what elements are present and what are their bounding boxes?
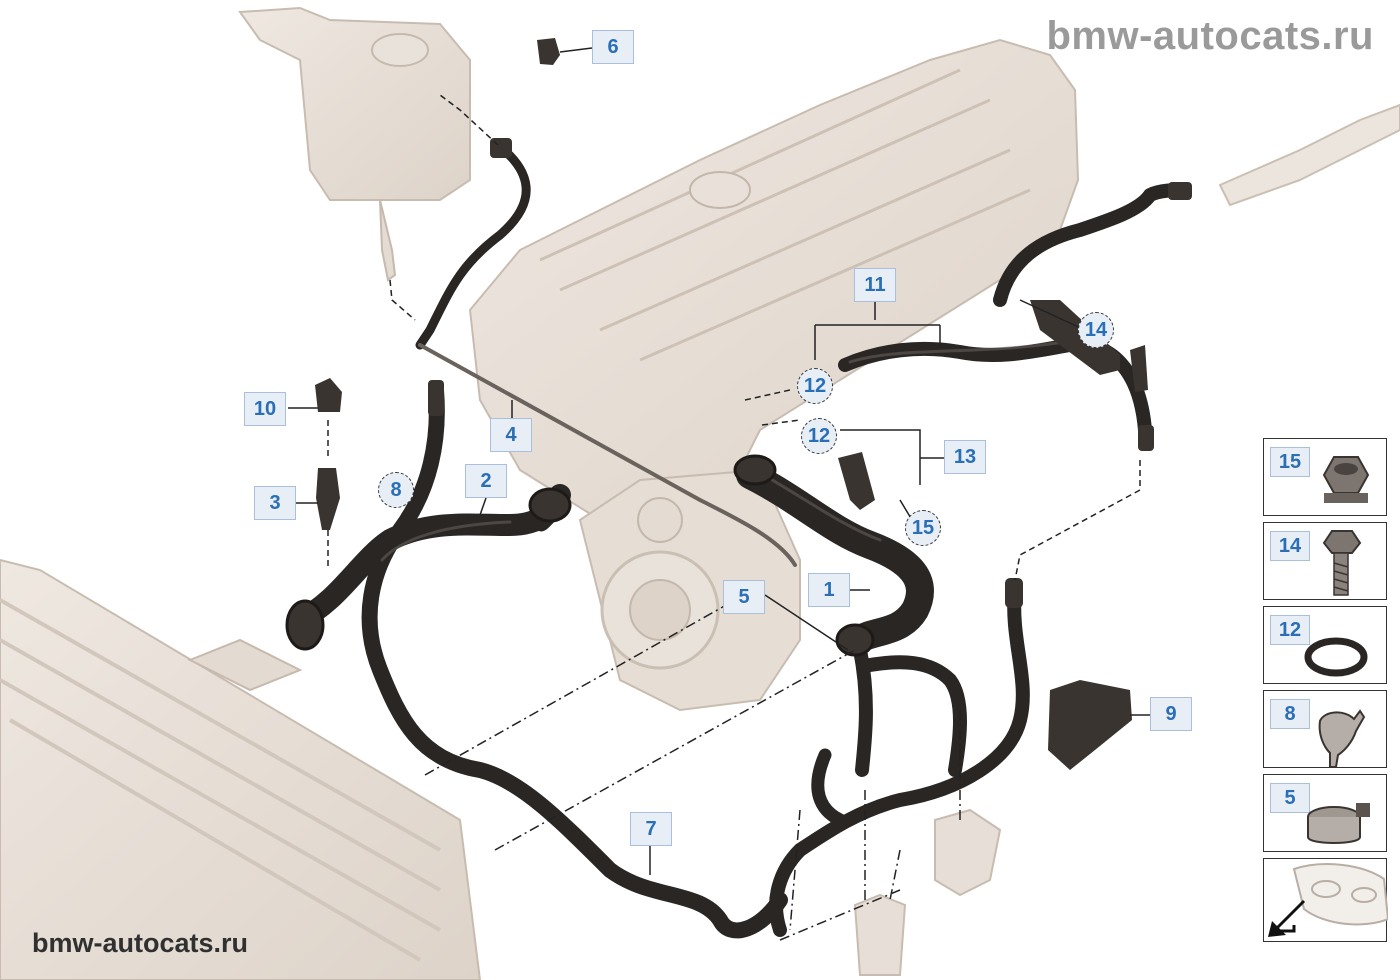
callout-7[interactable]: 7 [630, 812, 672, 846]
radiator-hose-1 [736, 461, 934, 654]
legend-item-5[interactable]: 5 [1263, 774, 1387, 852]
legend-item-12[interactable]: 12 [1263, 606, 1387, 684]
legend-label: 12 [1270, 615, 1310, 645]
return-hose [769, 583, 1030, 937]
legend-label: 8 [1270, 699, 1310, 729]
bellow-13 [838, 452, 875, 510]
hose-end-thermostat [528, 487, 572, 523]
bracket-14 [1030, 300, 1120, 375]
hose-end-vent [428, 380, 444, 416]
watermark-bottom: bmw-autocats.ru [32, 928, 249, 958]
cap-6 [537, 38, 560, 65]
vent-hose-6 [415, 140, 531, 350]
callout-11[interactable]: 11 [854, 268, 896, 302]
branch-hose [853, 643, 967, 777]
clip-icon [1318, 709, 1366, 768]
holder-9 [1048, 680, 1132, 770]
hose-end-right [1138, 425, 1154, 451]
callout-10[interactable]: 10 [244, 392, 286, 426]
radiator-hose-2 [289, 484, 571, 631]
hex-nut-icon [1322, 456, 1370, 503]
callout-15[interactable]: 15 [905, 510, 941, 546]
short-hose [811, 748, 847, 827]
callout-1[interactable]: 1 [808, 573, 850, 607]
hose-clamp-icon [1307, 803, 1370, 844]
legend-label: 15 [1270, 447, 1310, 477]
callout-5[interactable]: 5 [723, 580, 765, 614]
legend-item-8[interactable]: 8 [1263, 690, 1387, 768]
upper-hose-11 [838, 337, 1152, 437]
auxiliary-pump [853, 893, 907, 976]
legend-label: 14 [1270, 531, 1310, 561]
hose-end-upper [733, 454, 777, 486]
legend-label: 5 [1270, 783, 1310, 813]
callout-6[interactable]: 6 [592, 30, 634, 64]
callout-12-upper[interactable]: 12 [797, 368, 833, 404]
expansion-tank [238, 6, 471, 282]
hose-end-tank [490, 138, 512, 158]
vehicle-front-arrow-icon [1268, 863, 1388, 937]
callout-8[interactable]: 8 [378, 472, 414, 508]
fittings [285, 38, 1192, 770]
radiator [0, 558, 482, 980]
bracket-10 [315, 378, 342, 412]
callout-3[interactable]: 3 [254, 486, 296, 520]
watermark-top: bmw-autocats.ru [1046, 14, 1374, 58]
callout-12-lower[interactable]: 12 [801, 418, 837, 454]
legend-item-vehicle[interactable] [1263, 858, 1388, 942]
hose-end-return [1005, 578, 1023, 608]
callout-4[interactable]: 4 [490, 418, 532, 452]
hose-end-outlet [1168, 182, 1192, 200]
outlet-pipe [1218, 103, 1400, 207]
callout-2[interactable]: 2 [465, 464, 507, 498]
water-valve [934, 808, 1002, 897]
callout-13[interactable]: 13 [944, 440, 986, 474]
callout-14[interactable]: 14 [1078, 312, 1114, 348]
thin-pipe [698, 498, 797, 567]
legend-item-14[interactable]: 14 [1263, 522, 1387, 600]
hose-end-lower [835, 623, 875, 657]
hose-end-left [285, 599, 325, 651]
o-ring-icon [1304, 637, 1368, 677]
callout-9[interactable]: 9 [1150, 697, 1192, 731]
legend-item-15[interactable]: 15 [1263, 438, 1387, 516]
bolt-icon [1322, 530, 1362, 596]
sensor-3 [316, 468, 340, 530]
vent-line-4 [418, 343, 702, 502]
engine-block [468, 38, 1080, 712]
leader-lines [288, 47, 1150, 941]
upper-hose-branch [993, 183, 1192, 307]
